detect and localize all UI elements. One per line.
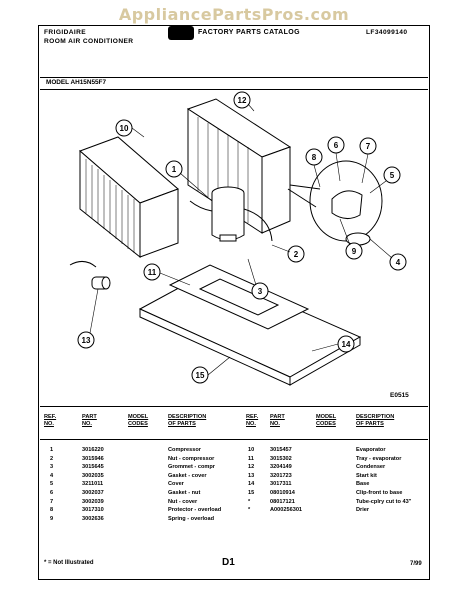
col-model-left: MODEL CODES xyxy=(128,414,149,427)
brand-logo xyxy=(168,26,194,40)
col-model-right: MODEL CODES xyxy=(316,414,337,427)
cell-part: 3015946 xyxy=(82,455,104,462)
cell-desc: Start kit xyxy=(356,472,377,479)
cell-desc: Cover xyxy=(168,481,184,488)
cell-ref: * xyxy=(248,507,251,514)
brand-name: FRIGIDAIRE xyxy=(44,29,87,36)
compressor-drawing xyxy=(189,186,273,242)
cell-ref: 11 xyxy=(248,455,254,462)
cell-ref: 2 xyxy=(50,455,54,462)
callout-11: 11 xyxy=(148,268,157,277)
cell-part: A000256301 xyxy=(270,507,303,514)
callout-12: 12 xyxy=(238,96,247,105)
cell-ref: 8 xyxy=(50,507,54,514)
callout-4: 4 xyxy=(396,258,401,267)
cell-desc: Gasket - cover xyxy=(168,472,207,479)
cell-part: 3002035 xyxy=(82,472,104,479)
cell-part: 3002039 xyxy=(82,498,104,505)
callout-15: 15 xyxy=(196,371,205,380)
col-part-right: PART NO. xyxy=(270,414,285,427)
cell-part: 08010914 xyxy=(270,490,295,496)
col-desc-right: DESCRIPTION OF PARTS xyxy=(356,414,395,427)
cell-part: 3211011 xyxy=(82,481,104,488)
callout-7: 7 xyxy=(366,142,371,151)
cell-part: 3002636 xyxy=(82,515,104,522)
cell-ref: 12 xyxy=(248,464,255,471)
cell-desc: Base xyxy=(356,481,370,488)
condenser-drawing xyxy=(186,98,292,234)
cell-part: 08017121 xyxy=(270,498,295,505)
cell-desc: Clip-front to base xyxy=(356,490,403,496)
callout-5: 5 xyxy=(390,171,395,180)
revision-date: 7/99 xyxy=(410,561,422,567)
cell-part: 3017310 xyxy=(82,507,104,514)
callout-6: 6 xyxy=(334,141,339,150)
catalog-number: LF34099140 xyxy=(366,29,408,36)
cell-part: 3016220 xyxy=(82,447,104,453)
cell-desc: Nut - compressor xyxy=(168,455,215,462)
cell-ref: 13 xyxy=(248,472,255,479)
catalog-title: FACTORY PARTS CATALOG xyxy=(198,29,300,36)
cell-part: 3201723 xyxy=(270,472,292,479)
callout-9: 9 xyxy=(352,247,357,256)
overload-detail xyxy=(287,160,383,246)
col-part-left: PART NO. xyxy=(82,414,97,427)
watermark: AppliancePartsPros.com xyxy=(118,5,350,24)
cell-desc: Gasket - nut xyxy=(168,490,201,496)
cell-ref: 7 xyxy=(50,498,54,505)
callout-2: 2 xyxy=(294,250,299,259)
col-ref-right: REF. NO. xyxy=(246,414,259,427)
cell-part: 3015645 xyxy=(82,464,104,471)
base-and-tray-drawing xyxy=(138,264,362,386)
start-kit-drawing xyxy=(69,261,111,290)
model-bar: MODEL AH15N55F7 xyxy=(40,77,428,90)
drawing-id: E0515 xyxy=(390,392,409,399)
evaporator-drawing xyxy=(79,136,179,259)
cell-part: 3002037 xyxy=(82,490,104,496)
cell-desc: Evaporator xyxy=(356,447,386,453)
cell-part: 3204149 xyxy=(270,464,292,471)
model-label: MODEL AH15N55F7 xyxy=(46,79,107,86)
cell-desc: Condenser xyxy=(356,464,386,471)
callout-13: 13 xyxy=(82,336,91,345)
callout-10: 10 xyxy=(120,124,129,133)
cell-ref: 4 xyxy=(50,472,54,479)
cell-ref: 1 xyxy=(50,447,54,453)
callout-3: 3 xyxy=(258,287,263,296)
table-header-bar xyxy=(40,406,428,440)
cell-ref: 6 xyxy=(50,490,54,496)
exploded-parts-diagram: 10 1 12 6 7 5 8 2 9 4 3 11 13 14 15 E051… xyxy=(69,91,409,399)
product-name: ROOM AIR CONDITIONER xyxy=(44,38,134,45)
col-ref-left: REF. NO. xyxy=(44,414,57,427)
cell-ref: 15 xyxy=(248,490,255,496)
cell-ref: 5 xyxy=(50,481,54,488)
cell-ref: 3 xyxy=(50,464,54,471)
page-number: D1 xyxy=(222,557,235,568)
cell-part: 3017311 xyxy=(270,481,292,488)
not-illustrated-note: * = Not Illustrated xyxy=(44,560,94,566)
cell-part: 3015302 xyxy=(270,455,292,462)
cell-desc: Tray - evaporator xyxy=(356,455,402,462)
cell-ref: 9 xyxy=(50,515,54,522)
cell-desc: Drier xyxy=(356,507,370,514)
cell-part: 3015457 xyxy=(270,447,292,453)
cell-desc: Grommet - compr xyxy=(168,464,215,471)
cell-desc: Tube-cplry cut to 43" xyxy=(356,498,412,505)
callout-8: 8 xyxy=(312,153,317,162)
cell-desc: Compressor xyxy=(168,447,201,453)
col-desc-left: DESCRIPTION OF PARTS xyxy=(168,414,207,427)
catalog-page xyxy=(38,25,430,580)
cell-desc: Spring - overload xyxy=(168,515,214,522)
cell-ref: 10 xyxy=(248,447,255,453)
cell-ref: * xyxy=(248,498,251,505)
cell-desc: Protector - overload xyxy=(168,507,222,514)
callout-14: 14 xyxy=(342,340,351,349)
callout-1: 1 xyxy=(172,165,177,174)
cell-ref: 14 xyxy=(248,481,255,488)
cell-desc: Nut - cover xyxy=(168,498,198,505)
